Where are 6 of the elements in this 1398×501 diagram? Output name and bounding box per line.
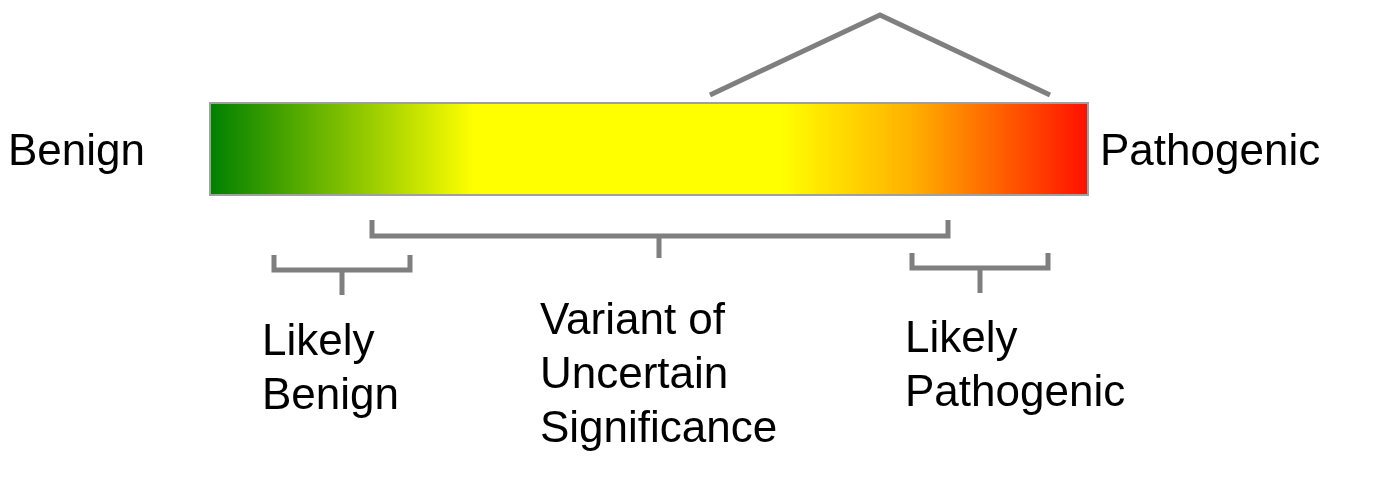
scale-end-label: Pathogenic (1100, 124, 1322, 176)
scale-end-label: Benign (8, 124, 146, 176)
category-label: Likely Benign (262, 314, 400, 420)
category-label: Likely Pathogenic (905, 311, 1127, 417)
category-label: Variant of Uncertain Significance (540, 293, 779, 453)
gradient-scale-bar (209, 102, 1089, 196)
